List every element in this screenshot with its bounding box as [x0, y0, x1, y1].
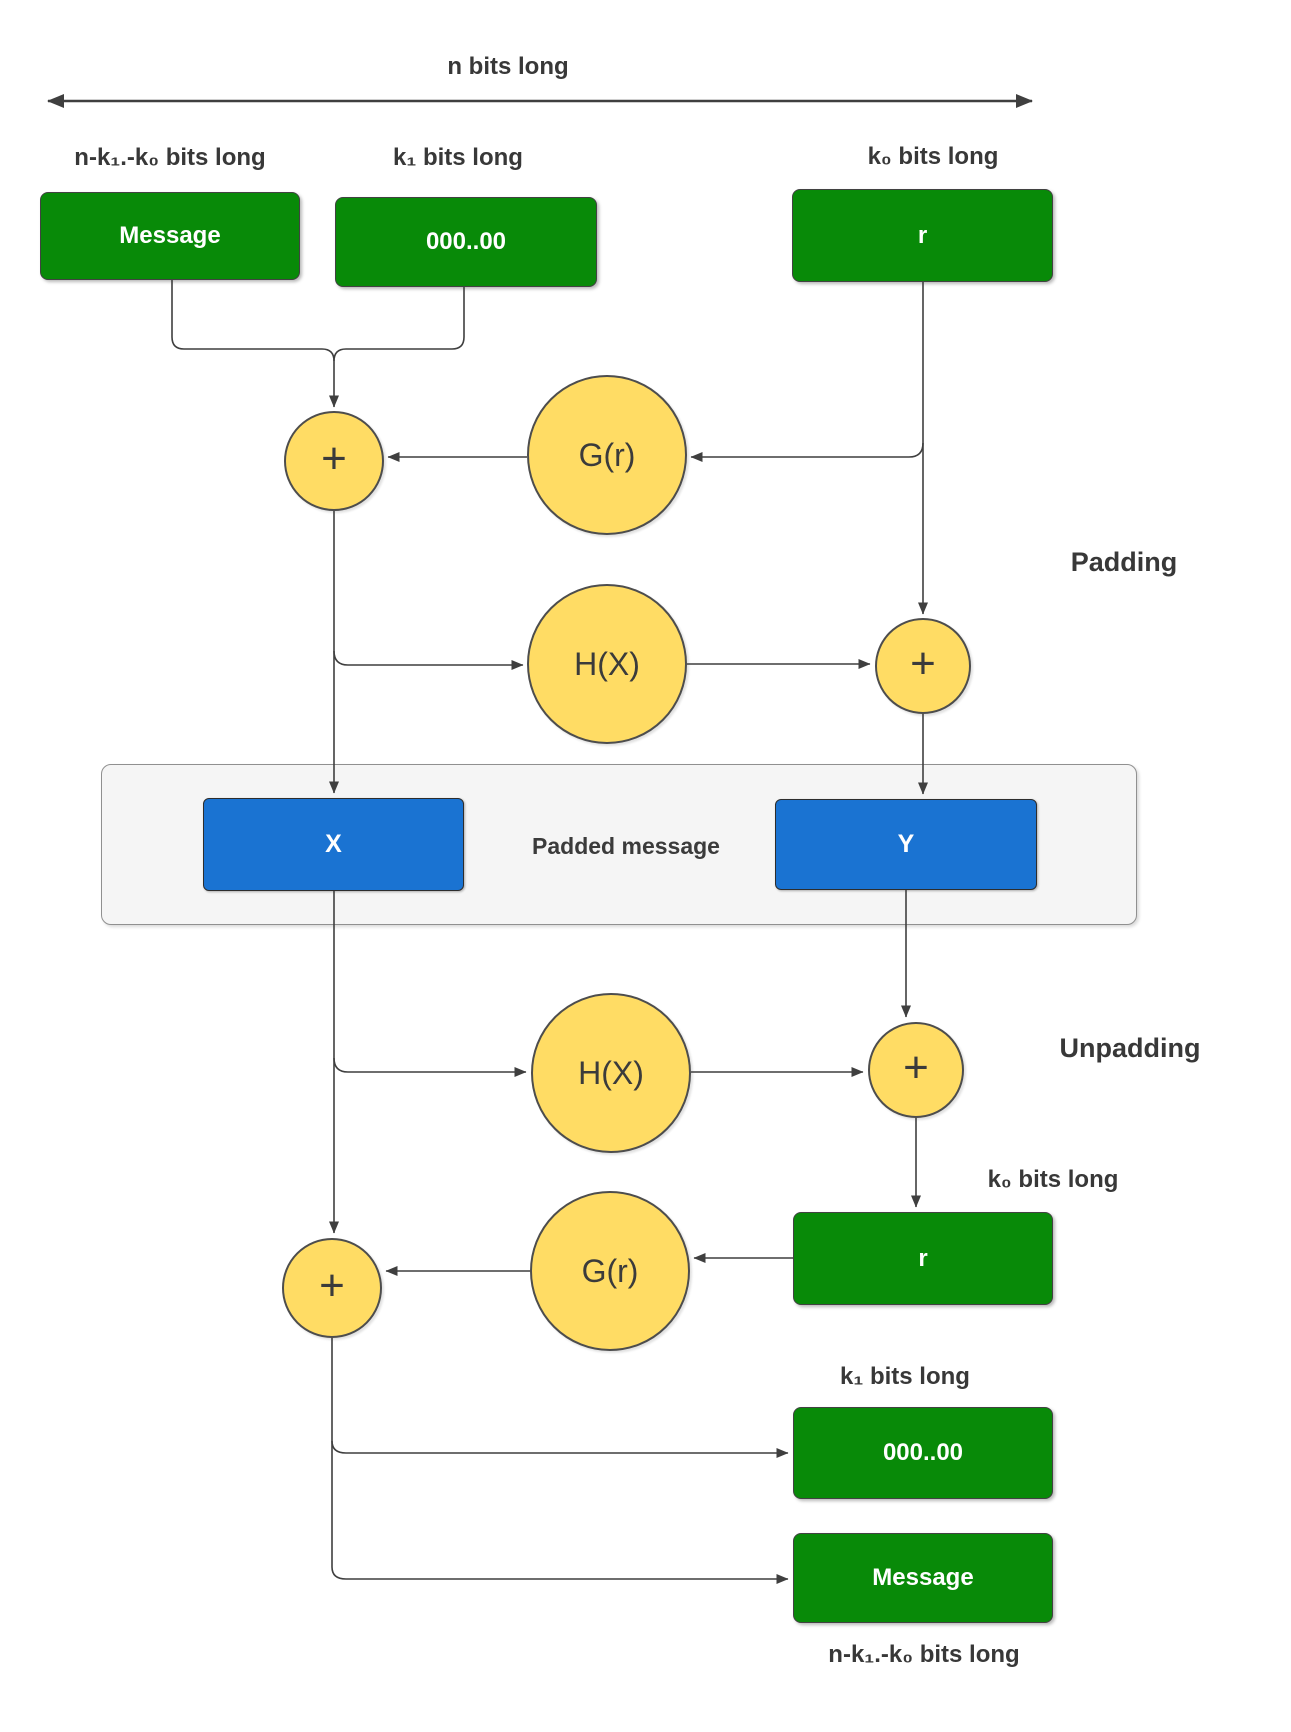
- connector-xor4-to-message: [331, 1338, 789, 1584]
- g-function-padding: G(r): [527, 375, 687, 535]
- connector-message-to-xor1: [171, 280, 339, 408]
- connector-xor4-to-zeros: [331, 1440, 789, 1458]
- g-function-unpadding: G(r): [530, 1191, 690, 1351]
- label-message-length-top: n-k₁.-k₀ bits long: [74, 144, 266, 171]
- x-box-label: X: [325, 830, 342, 858]
- label-k0-length-bottom: k₀ bits long: [987, 1166, 1119, 1193]
- label-k0-length-top: k₀ bits long: [867, 143, 999, 170]
- g-function-label: G(r): [581, 1252, 639, 1289]
- connector-xor1-to-h: [333, 650, 524, 670]
- zeros-box-top-label: 000..00: [425, 228, 507, 255]
- xor-symbol: +: [910, 639, 936, 688]
- x-box: X: [203, 798, 464, 891]
- xor-symbol: +: [903, 1043, 929, 1092]
- xor-circle-padding-left: +: [284, 411, 384, 511]
- r-box-bottom: r: [793, 1212, 1053, 1305]
- unpadding-section-label: Unpadding: [1059, 1033, 1201, 1063]
- connector-r-to-g: [690, 442, 924, 462]
- message-box-top: Message: [40, 192, 300, 280]
- message-box-top-label: Message: [119, 222, 221, 249]
- zeros-box-top: 000..00: [335, 197, 597, 287]
- r-box-bottom-label: r: [918, 1244, 928, 1272]
- connector-zeros-to-merge: [333, 287, 465, 362]
- connector-xbox-to-h2: [333, 1057, 527, 1077]
- zeros-box-bottom-label: 000..00: [882, 1439, 964, 1466]
- h-function-unpadding: H(X): [531, 993, 691, 1153]
- g-function-label: G(r): [578, 436, 636, 473]
- h-function-label: H(X): [574, 645, 640, 682]
- label-k1-length-bottom: k₁ bits long: [840, 1363, 970, 1390]
- y-box: Y: [775, 799, 1037, 890]
- xor-circle-unpadding-left: +: [282, 1238, 382, 1338]
- xor-symbol: +: [321, 434, 347, 483]
- xor-circle-padding-right: +: [875, 618, 971, 714]
- padded-message-caption: Padded message: [532, 833, 720, 859]
- padding-section-label: Padding: [1070, 547, 1178, 577]
- label-message-length-bottom: n-k₁.-k₀ bits long: [828, 1641, 1020, 1668]
- y-box-label: Y: [897, 830, 915, 858]
- n-bits-long-title: n bits long: [447, 53, 569, 80]
- h-function-label: H(X): [578, 1054, 644, 1091]
- r-box-top: r: [792, 189, 1053, 282]
- r-box-top-label: r: [917, 221, 928, 249]
- h-function-padding: H(X): [527, 584, 687, 744]
- xor-symbol: +: [319, 1261, 345, 1310]
- message-box-bottom: Message: [793, 1533, 1053, 1623]
- label-k1-length-top: k₁ bits long: [393, 144, 523, 171]
- zeros-box-bottom: 000..00: [793, 1407, 1053, 1499]
- xor-circle-unpadding-right: +: [868, 1022, 964, 1118]
- message-box-bottom-label: Message: [872, 1564, 974, 1591]
